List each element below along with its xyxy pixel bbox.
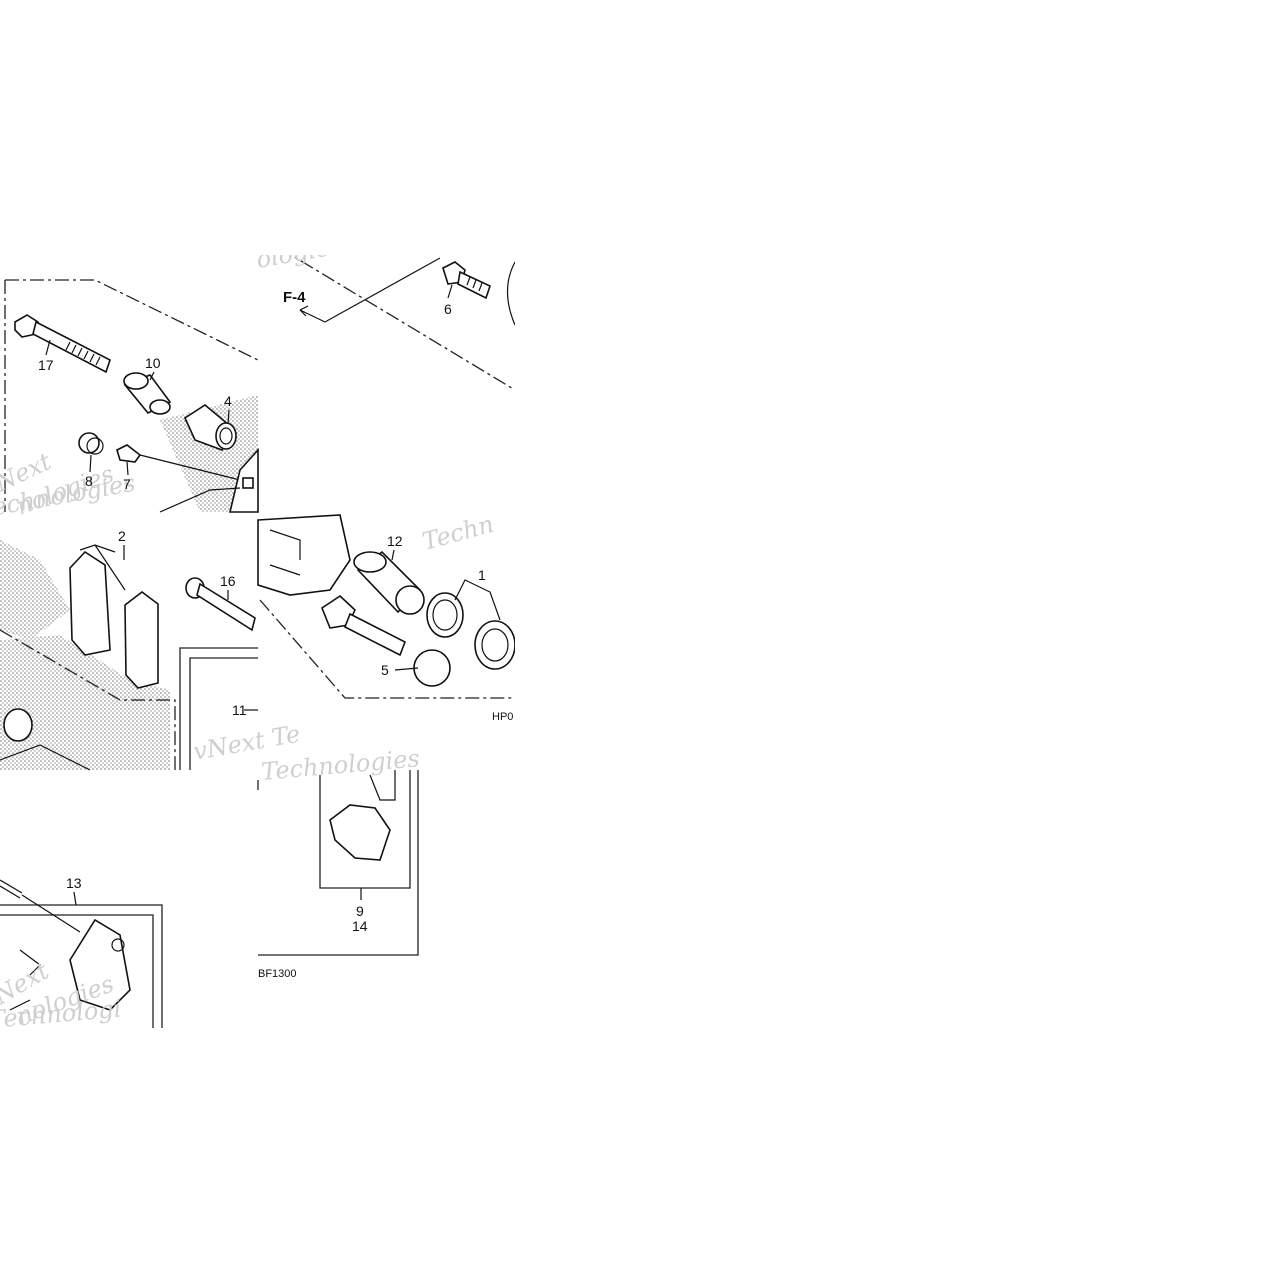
- part-number-2: 2: [118, 528, 126, 544]
- slide-pin-5-icon: [321, 594, 451, 687]
- part-number-4: 4: [224, 393, 232, 409]
- bleeder-7-icon: [116, 444, 249, 483]
- bracket-fragment: [0, 708, 91, 771]
- brake-pads-2-icon: [69, 544, 159, 689]
- boot-4-icon: [183, 404, 237, 451]
- caliper-body-fragment: [159, 447, 259, 513]
- bolt-13-icon: [0, 879, 81, 933]
- clip-9-icon: [329, 770, 396, 861]
- leader-lines: [45, 284, 453, 906]
- cap-8-icon: [78, 432, 104, 455]
- caliper-housing-fragment: [257, 514, 351, 596]
- part-number-8: 8: [85, 473, 93, 489]
- pin-16-icon: [185, 577, 256, 632]
- piston-12-icon: [353, 550, 425, 615]
- part-number-17: 17: [38, 357, 54, 373]
- sleeve-10-icon: [123, 372, 172, 415]
- bracket-13-icon: [9, 918, 131, 1011]
- svg-text:Technologies: Technologies: [260, 744, 421, 786]
- assembly-outlines: [0, 234, 516, 1028]
- ref-label-f4: F-4: [283, 289, 306, 306]
- part-number-10: 10: [145, 355, 161, 371]
- part-number-9: 9: [356, 903, 364, 919]
- part-number-5: 5: [381, 662, 389, 678]
- bolt-6-icon: [442, 261, 516, 326]
- part-number-11: 11: [232, 702, 247, 718]
- code-label-bf1300: BF1300: [258, 968, 297, 980]
- code-label-hp0: HP0: [492, 711, 513, 723]
- part-number-12: 12: [387, 533, 403, 549]
- bolt-17-icon: [14, 314, 111, 374]
- part-labels: F-4 6 17 10 4 8 7 2 16 12 1 5 HP0 11 9 1…: [38, 289, 513, 980]
- part-number-6: 6: [444, 301, 452, 317]
- part-number-1: 1: [478, 567, 486, 583]
- part-number-7: 7: [123, 476, 131, 492]
- part-number-14: 14: [352, 918, 368, 934]
- svg-text:Techn: Techn: [419, 510, 496, 556]
- part-number-13: 13: [66, 875, 82, 891]
- seals-1-icon: [426, 579, 516, 670]
- shading-regions: [0, 395, 258, 770]
- part-number-16: 16: [220, 573, 236, 589]
